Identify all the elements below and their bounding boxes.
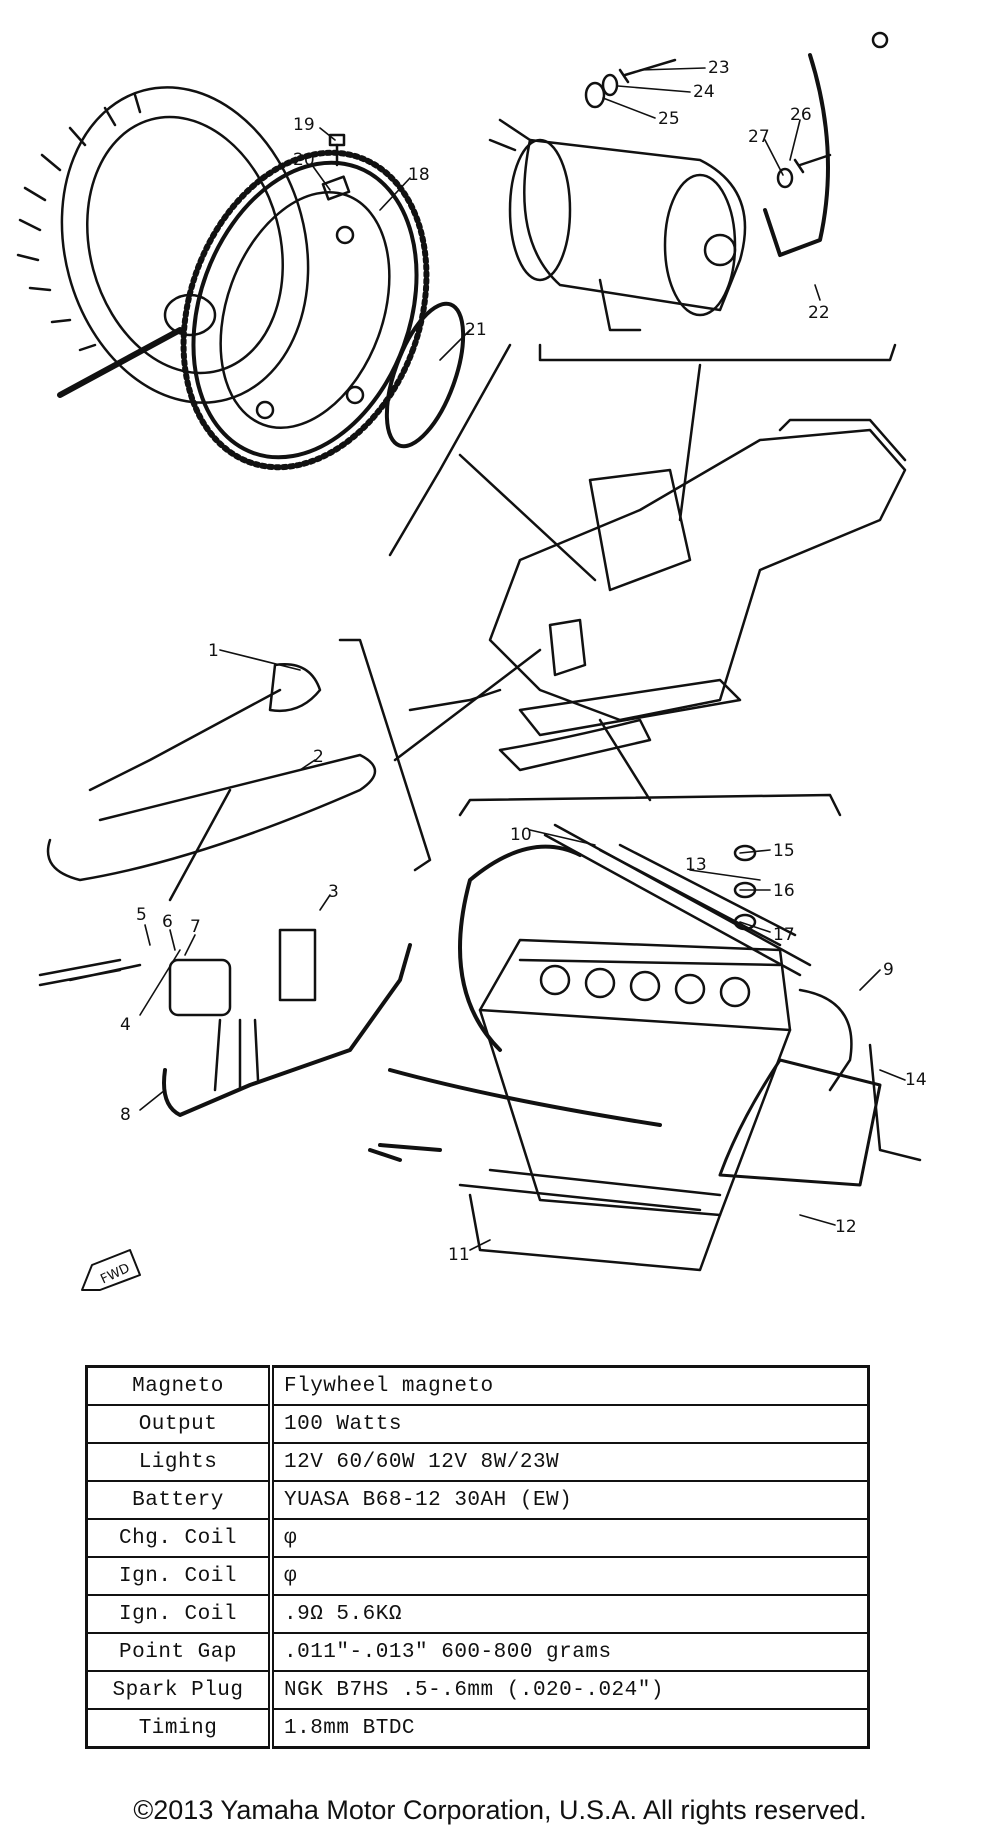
callout-leaders (139, 67, 906, 1251)
spec-value: 100 Watts (270, 1404, 870, 1444)
spec-label: Spark Plug (85, 1670, 274, 1710)
callout-25: 25 (658, 109, 680, 129)
callout-7: 7 (190, 917, 201, 937)
spec-label: Chg. Coil (85, 1518, 274, 1558)
spec-label: Lights (85, 1442, 274, 1482)
spec-label: Output (85, 1404, 274, 1444)
callout-4: 4 (120, 1015, 131, 1035)
starter-hardware (584, 31, 889, 257)
spec-value: NGK B7HS .5-.6mm (.020-.024") (270, 1670, 870, 1710)
spec-value: 1.8mm BTDC (270, 1708, 870, 1749)
spec-value: .9Ω 5.6KΩ (270, 1594, 870, 1634)
table-row: Point Gap.011"-.013" 600-800 grams (85, 1632, 870, 1672)
copyright-notice: ©2013 Yamaha Motor Corporation, U.S.A. A… (133, 1795, 867, 1825)
snowmobile (408, 418, 907, 772)
exploded-parts-diagram: FWD 1 2 3 4 5 6 7 8 9 10 11 12 13 14 15 … (16, 31, 927, 1291)
callout-3: 3 (328, 882, 339, 902)
spec-label: Battery (85, 1480, 274, 1520)
spec-value: 12V 60/60W 12V 8W/23W (270, 1442, 870, 1482)
callout-12: 12 (835, 1217, 857, 1237)
o-ring (384, 301, 466, 449)
spec-label: Ign. Coil (85, 1594, 274, 1634)
spec-value: YUASA B68-12 30AH (EW) (270, 1480, 870, 1520)
group-leader-lines (338, 343, 842, 872)
spec-label: Ign. Coil (85, 1556, 274, 1596)
callout-5: 5 (136, 905, 147, 925)
callout-16: 16 (773, 881, 795, 901)
callout-8: 8 (120, 1105, 131, 1125)
callout-10: 10 (510, 825, 532, 845)
spec-value: φ (270, 1518, 870, 1558)
callout-24: 24 (693, 82, 715, 102)
spec-label: Point Gap (85, 1632, 274, 1672)
bolt-19 (321, 133, 351, 201)
callout-13: 13 (685, 855, 707, 875)
flywheel-magneto (16, 86, 310, 404)
callout-21: 21 (465, 320, 487, 340)
callout-18: 18 (408, 165, 430, 185)
callout-23: 23 (708, 58, 730, 78)
callout-11: 11 (448, 1245, 470, 1265)
nut-stack (733, 844, 757, 931)
fwd-arrow-icon: FWD (81, 1249, 141, 1291)
callout-numbers: 1 2 3 4 5 6 7 8 9 10 11 12 13 14 15 16 1… (120, 58, 927, 1265)
callout-22: 22 (808, 303, 830, 323)
callout-14: 14 (905, 1070, 927, 1090)
callout-9: 9 (883, 960, 894, 980)
callout-1: 1 (208, 641, 219, 661)
callout-26: 26 (790, 105, 812, 125)
spec-value: .011"-.013" 600-800 grams (270, 1632, 870, 1672)
wiring-harness (38, 663, 412, 1117)
callout-20: 20 (293, 150, 315, 170)
battery (368, 823, 922, 1272)
spec-value: Flywheel magneto (270, 1365, 870, 1406)
callout-2: 2 (313, 747, 324, 767)
starter-motor (488, 118, 747, 332)
callout-6: 6 (162, 912, 173, 932)
table-row: Ign. Coil.9Ω 5.6KΩ (85, 1594, 870, 1634)
callout-27: 27 (748, 127, 770, 147)
callout-17: 17 (773, 925, 795, 945)
spec-label: Magneto (85, 1365, 274, 1406)
callout-15: 15 (773, 841, 795, 861)
spec-label: Timing (85, 1708, 274, 1749)
callout-19: 19 (293, 115, 315, 135)
spec-value: φ (270, 1556, 870, 1596)
group-bracket (538, 343, 897, 362)
